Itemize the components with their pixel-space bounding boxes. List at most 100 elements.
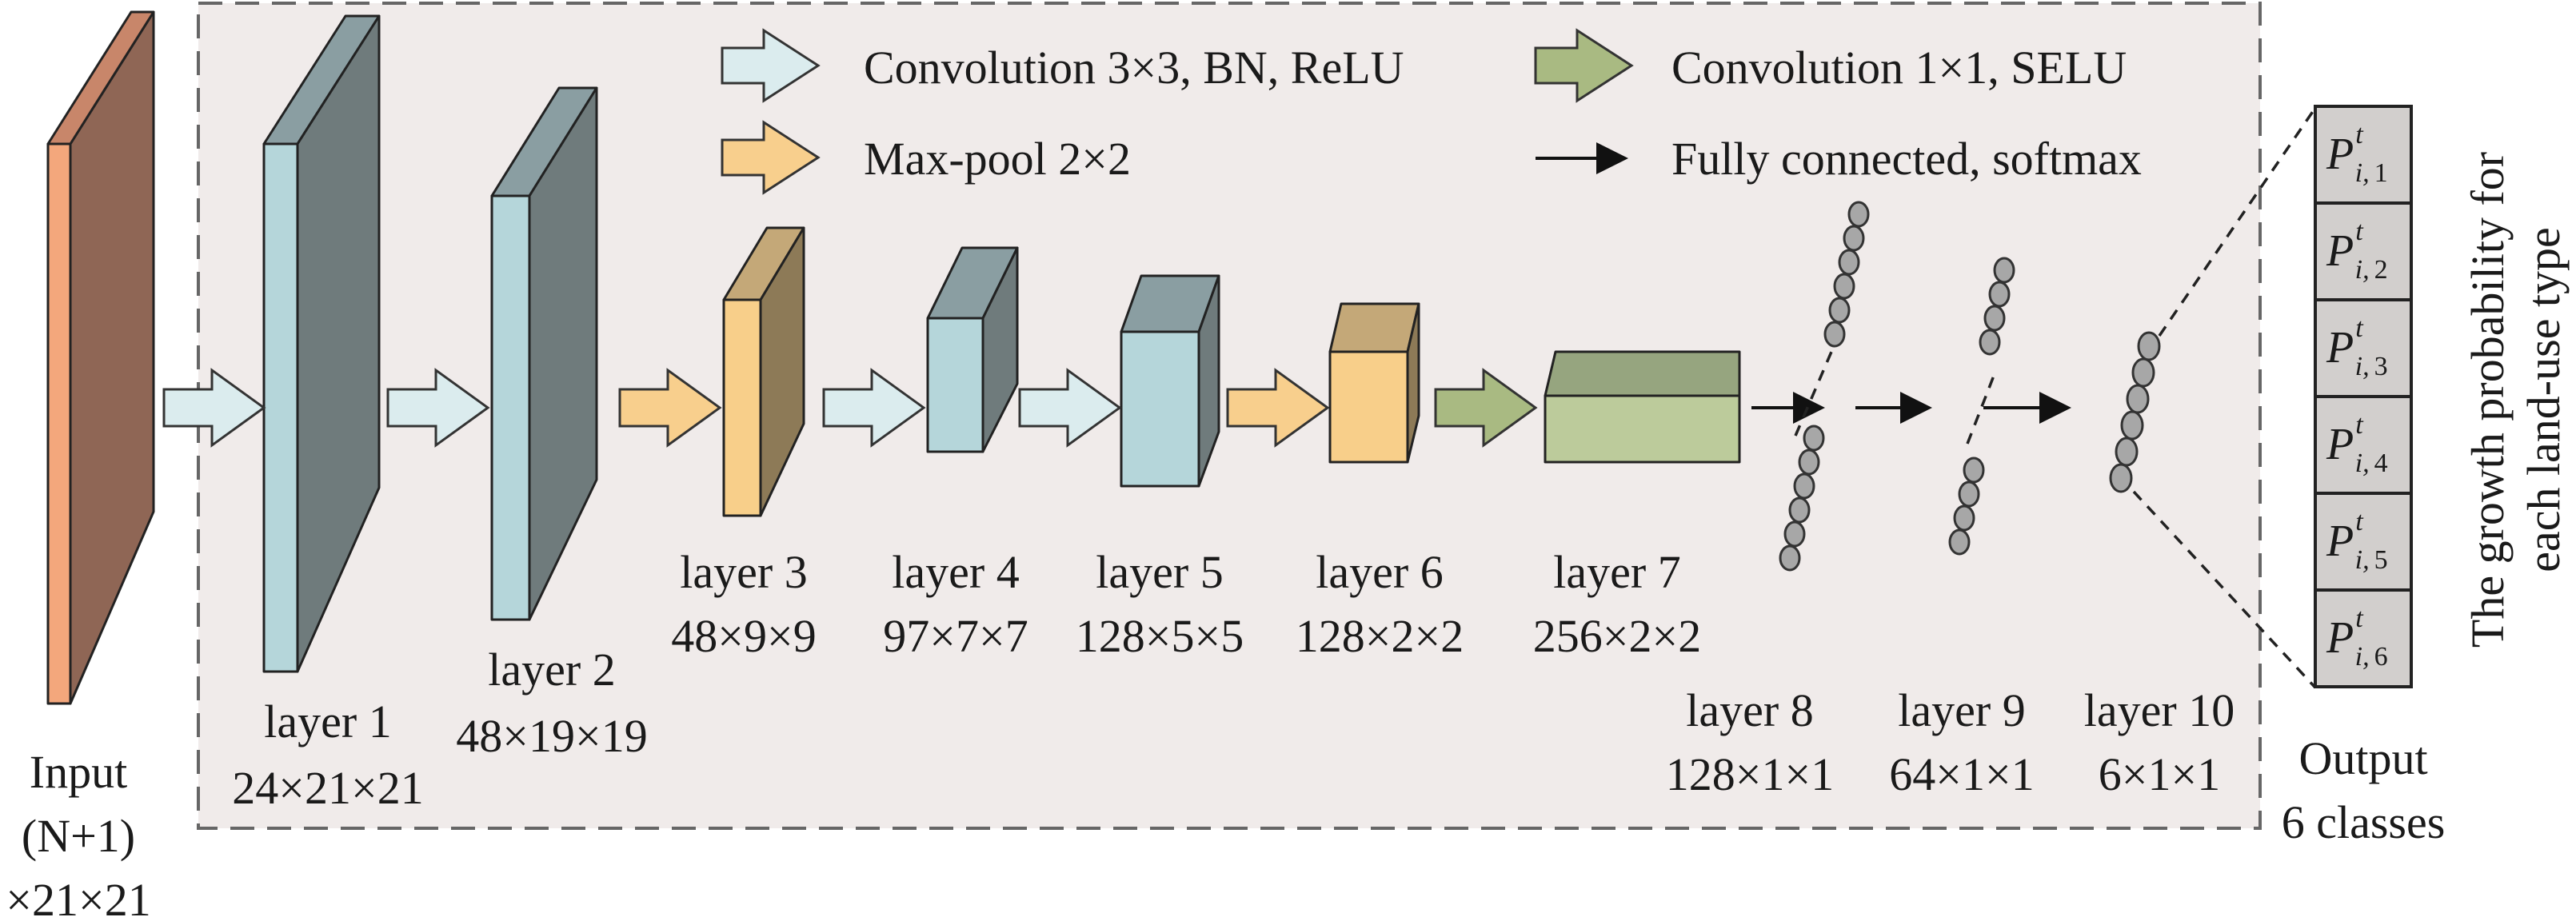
layer-9-neuron	[1958, 480, 1980, 508]
layer-2-front-face	[490, 194, 531, 621]
layer-8-neuron	[1847, 201, 1870, 228]
maxpool-arrow-layer-5-to-layer-6	[1226, 368, 1330, 448]
legend-fc-label: Fully connected, softmax	[1671, 133, 2142, 185]
input-front-face	[46, 142, 72, 705]
output-cell-box	[2314, 588, 2413, 688]
layer-9-neuron	[1963, 457, 1985, 484]
layer-6-name: layer 6	[1316, 546, 1443, 598]
layer-8-neuron	[1779, 544, 1801, 572]
layer-4-dims: 97×7×7	[883, 610, 1028, 662]
legend-maxpool-arrow	[721, 120, 821, 195]
layer-8-name: layer 8	[1686, 684, 1813, 736]
layer-3-name: layer 3	[680, 546, 807, 598]
layer-9-neurons	[1948, 257, 2015, 556]
layer-8-neuron	[1828, 297, 1851, 324]
output-cell-box	[2314, 201, 2413, 301]
zoom-line-top	[2158, 107, 2317, 337]
layer-8-neuron	[1843, 225, 1865, 252]
layer-6-top-face	[1328, 302, 1420, 353]
layer-9-neuron	[1988, 281, 2011, 308]
layer-6-volume	[1328, 302, 1420, 464]
conv3-arrow-input-to-layer-1	[162, 368, 266, 448]
layer-1-volume	[262, 14, 381, 673]
layer-10-neuron	[2137, 331, 2161, 361]
input-label-line3: ×21×21	[6, 874, 150, 921]
legend: Convolution 3×3, BN, ReLU Convolution 1×…	[721, 28, 2142, 195]
layer-4-front-face	[926, 317, 984, 453]
layer-9-neuron	[1948, 528, 1971, 556]
output-label-line2: 6 classes	[2282, 796, 2446, 848]
layer-9-dashes	[1966, 375, 1995, 445]
layer-10-dims: 6×1×1	[2099, 748, 2220, 800]
zoom-line-bottom	[2132, 490, 2317, 689]
layer-10-neurons	[2109, 331, 2161, 493]
legend-conv1-arrow	[1534, 28, 1634, 103]
layer-8-neuron	[1788, 496, 1811, 524]
conv3-arrow-layer-3-to-layer-4	[822, 368, 926, 448]
maxpool-arrow-layer-2-to-layer-3	[618, 368, 722, 448]
layer-8-neuron	[1833, 273, 1855, 300]
layer-1-front-face	[262, 142, 299, 673]
layer-6-dims: 128×2×2	[1296, 610, 1464, 662]
layer-4-volume	[926, 246, 1019, 453]
layer-3-front-face	[722, 298, 762, 517]
output-cell-box	[2314, 492, 2413, 592]
layer-8-neuron	[1783, 520, 1806, 548]
layer-9-name: layer 9	[1898, 684, 2025, 736]
layer-9-neuron	[1993, 257, 2015, 284]
layer-10-neuron	[2131, 357, 2155, 388]
output-label-line1: Output	[2298, 732, 2427, 784]
input-label-line1: Input	[30, 746, 127, 798]
layer-5-volume	[1120, 274, 1220, 488]
layer-3-dims: 48×9×9	[671, 610, 816, 662]
layer-10-neuron	[2126, 384, 2150, 414]
legend-conv3-label: Convolution 3×3, BN, ReLU	[864, 42, 1404, 94]
legend-conv1-label: Convolution 1×1, SELU	[1671, 42, 2127, 94]
layer-7-top-face	[1544, 350, 1741, 397]
layer-7-front-face	[1544, 394, 1741, 464]
layer-4-name: layer 4	[892, 546, 1019, 598]
layer-6-front-face	[1328, 350, 1409, 464]
layer-3-volume	[722, 226, 805, 517]
layer-10-neuron	[2120, 410, 2144, 441]
layer-1-name: layer 1	[264, 696, 391, 748]
layer-8-neuron	[1793, 472, 1815, 500]
input-volume	[46, 10, 155, 705]
layer-9-neuron	[1983, 305, 2006, 332]
layer-8-neuron	[1838, 249, 1860, 276]
layer-7-dims: 256×2×2	[1533, 610, 1701, 662]
layer-7-volume	[1544, 350, 1741, 464]
side-label-line1: The growth probability for	[2462, 152, 2514, 648]
layer-2-dims: 48×19×19	[456, 710, 647, 762]
layer-7-name: layer 7	[1553, 546, 1680, 598]
side-label-line2: each land-use type	[2518, 227, 2570, 572]
conv3-arrow-layer-1-to-layer-2	[386, 368, 490, 448]
layer-8-neuron	[1823, 321, 1846, 348]
layer-9-dims: 64×1×1	[1889, 748, 2034, 800]
layer-10-name: layer 10	[2084, 684, 2235, 736]
layer-10-neuron	[2115, 437, 2139, 467]
layer-8-neuron	[1803, 425, 1825, 452]
layer-2-volume	[490, 86, 598, 621]
legend-maxpool-label: Max-pool 2×2	[864, 133, 1131, 185]
layer-10-neuron	[2109, 463, 2133, 493]
layer-5-front-face	[1120, 330, 1200, 488]
input-label-line2: (N+1)	[22, 810, 135, 862]
conv1-arrow-layer-6-to-layer-7	[1434, 368, 1538, 448]
layer-8-neurons	[1779, 201, 1870, 572]
legend-conv3-arrow	[721, 28, 821, 103]
layer-8-dims: 128×1×1	[1666, 748, 1834, 800]
output-cell-box	[2314, 395, 2413, 495]
